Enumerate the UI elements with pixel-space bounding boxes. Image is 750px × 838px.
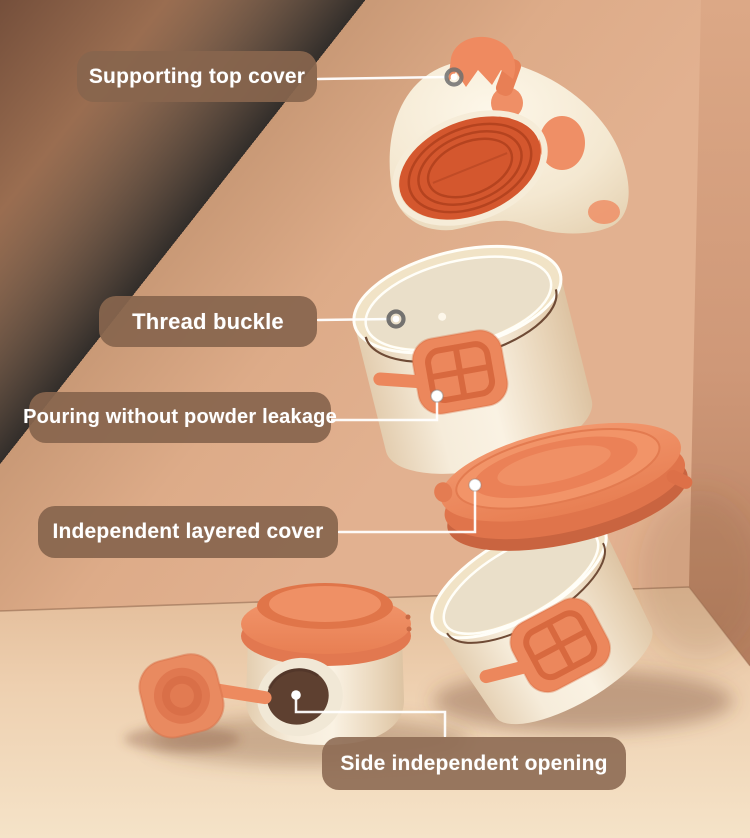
callout-side-independent-opening: Side independent opening	[322, 737, 626, 790]
top-knob	[448, 36, 521, 96]
connector-thread-buckle	[316, 317, 390, 322]
middle-container	[352, 244, 593, 474]
cap-strap	[206, 682, 272, 705]
connector-layered-cover	[337, 489, 477, 534]
anchor-dot-pouring	[430, 389, 444, 403]
top-cover	[389, 36, 629, 234]
layered-cover	[434, 422, 693, 551]
callout-label: Side independent opening	[340, 751, 608, 775]
bottom-right-container	[430, 516, 653, 725]
dome-spot	[539, 116, 585, 170]
connectors	[294, 75, 477, 738]
side-opening-cap	[138, 653, 225, 739]
anchor-dot-layered-cover	[468, 478, 482, 492]
dome-opening	[392, 110, 548, 226]
callout-label: Pouring without powder leakage	[23, 406, 337, 428]
cover-latch	[666, 469, 693, 489]
thread-bump	[438, 312, 447, 321]
cover-nub	[434, 482, 453, 503]
callout-label: Independent layered cover	[52, 520, 324, 543]
anchor-dot-thread-buckle	[386, 309, 406, 329]
dome-spot	[588, 200, 620, 224]
callout-independent-layered-cover: Independent layered cover	[38, 506, 338, 558]
connector-top-cover	[316, 75, 448, 81]
callout-label: Supporting top cover	[88, 64, 306, 88]
lid-center	[269, 586, 381, 622]
anchor-dot-side-opening	[291, 690, 301, 700]
callout-supporting-top-cover: Supporting top cover	[77, 51, 317, 102]
callout-pouring-without-powder-leakage: Pouring without powder leakage	[23, 392, 337, 443]
anchor-dot-top-cover	[444, 67, 464, 87]
connector-side-opening	[294, 697, 447, 738]
connector-pouring	[330, 400, 439, 422]
callout-thread-buckle: Thread buckle	[99, 296, 317, 347]
anchor-dots	[291, 67, 482, 700]
cup-interior	[444, 528, 597, 632]
callout-label: Thread buckle	[132, 308, 284, 334]
cup-interior	[366, 256, 550, 349]
